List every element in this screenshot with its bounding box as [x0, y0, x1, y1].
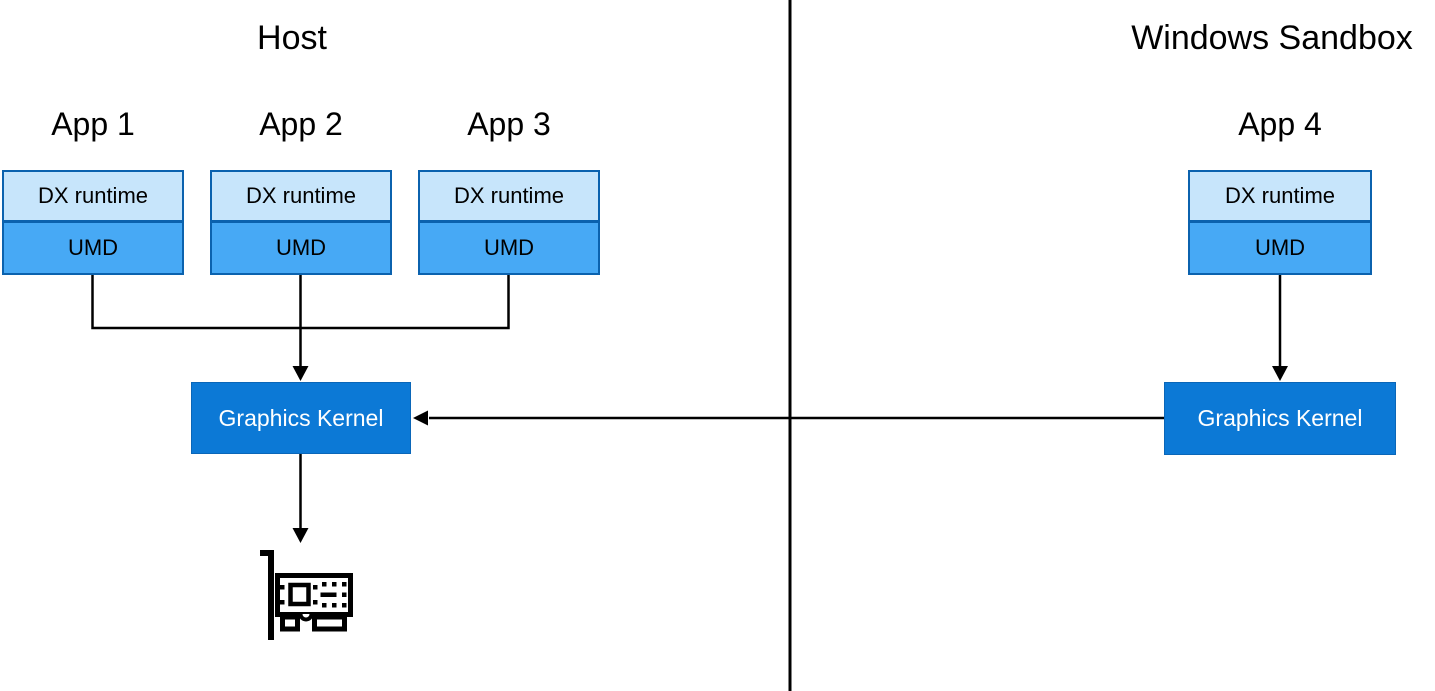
app-3-label: App 3	[467, 106, 551, 142]
app-4-umd-cell: UMD	[1190, 223, 1370, 273]
app-3-dx-runtime-cell: DX runtime	[420, 172, 598, 223]
gpu-icon	[252, 547, 360, 647]
gpu-connector-notch	[298, 613, 314, 622]
host-section-title: Host	[257, 19, 327, 57]
gpu-dot	[280, 585, 285, 590]
gpu-chip	[288, 582, 311, 607]
gpu-dot	[322, 582, 327, 587]
app-1-stack: DX runtime UMD	[2, 170, 184, 275]
app-2-label: App 2	[259, 106, 343, 142]
app4-to-sandbox-kernel-arrowhead	[1272, 366, 1288, 381]
app-2-umd-cell: UMD	[212, 223, 390, 273]
gpu-dot	[342, 603, 347, 608]
app-2-dx-runtime-cell: DX runtime	[212, 172, 390, 223]
app-4-dx-runtime-cell: DX runtime	[1190, 172, 1370, 223]
sandbox-section-title: Windows Sandbox	[1131, 19, 1413, 57]
gpu-bracket	[260, 550, 274, 640]
app-1-umd-cell: UMD	[4, 223, 182, 273]
app-1-dx-runtime-cell: DX runtime	[4, 172, 182, 223]
apps-to-host-kernel-arrowhead	[292, 366, 309, 381]
host-kernel-to-gpu-arrowhead	[292, 528, 309, 543]
gpu-dot	[322, 603, 327, 608]
gpu-dot	[313, 585, 318, 590]
gpu-dot	[313, 600, 318, 605]
gpu-dot	[332, 603, 337, 608]
app-3-stack: DX runtime UMD	[418, 170, 600, 275]
gpu-dot	[332, 582, 337, 587]
gpu-dot	[280, 600, 285, 605]
gpu-connector-tab-left	[280, 614, 300, 632]
sandbox-graphics-kernel-box: Graphics Kernel	[1164, 382, 1396, 455]
gpu-dot	[342, 592, 347, 597]
app-4-label: App 4	[1238, 106, 1322, 142]
app-4-stack: DX runtime UMD	[1188, 170, 1372, 275]
host-graphics-kernel-box: Graphics Kernel	[191, 382, 411, 454]
app-3-umd-cell: UMD	[420, 223, 598, 273]
gpu-connector-tab-right	[312, 614, 347, 632]
gpu-dot	[342, 582, 347, 587]
app-2-stack: DX runtime UMD	[210, 170, 392, 275]
graphics-card-icon	[260, 550, 353, 640]
gpu-bar	[320, 592, 337, 597]
app-1-label: App 1	[51, 106, 135, 142]
sandbox-kernel-to-host-kernel-arrowhead	[413, 410, 428, 426]
